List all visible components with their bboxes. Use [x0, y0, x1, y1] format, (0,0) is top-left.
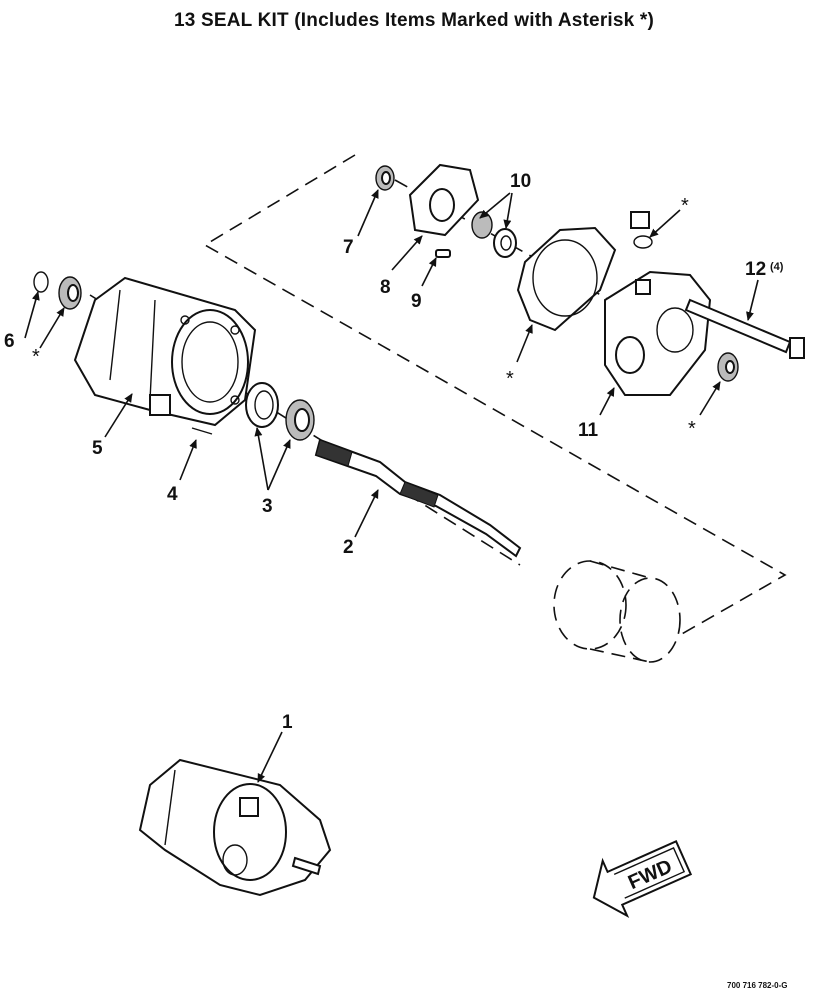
asterisk-mark-rear-seal: * — [688, 418, 696, 440]
diagram-title: 13 SEAL KIT (Includes Items Marked with … — [173, 10, 655, 31]
callout-11: 11 — [578, 420, 599, 441]
gear-reference-part — [553, 560, 681, 663]
callout-8: 8 — [380, 277, 391, 298]
housing-part — [73, 276, 257, 427]
callout-3: 3 — [262, 496, 273, 517]
dowel-pin-part — [191, 427, 213, 435]
callout-4: 4 — [167, 484, 178, 505]
pump-assembly-part — [138, 758, 332, 897]
plug-part — [630, 211, 653, 249]
callout-2: 2 — [343, 537, 354, 558]
callout-5: 5 — [92, 438, 103, 459]
callout-10: 10 — [510, 171, 531, 192]
snap-ring-part — [33, 271, 49, 293]
asterisk-mark-o-ring: * — [681, 195, 689, 217]
asterisk-mark-seal-front: * — [32, 346, 40, 368]
rear-seal-part — [717, 352, 739, 382]
callout-12-quantity: (4) — [770, 261, 784, 273]
callout-6: 6 — [4, 331, 15, 352]
gasket-part — [516, 226, 617, 332]
figure-number: 700 716 782-0-G — [727, 981, 788, 990]
pin-part — [435, 249, 451, 258]
callout-9: 9 — [411, 291, 422, 312]
callout-1: 1 — [282, 712, 293, 733]
shaft-part — [314, 438, 522, 558]
shaft-seal-part — [375, 165, 395, 191]
end-cover-part — [604, 270, 712, 396]
cap-screw-part — [684, 298, 805, 359]
bearing-part — [245, 382, 315, 441]
callout-7: 7 — [343, 237, 354, 258]
wear-plate-part — [408, 163, 480, 237]
callout-leaders — [24, 189, 759, 783]
front-seal-part — [58, 276, 82, 310]
forward-direction-arrow: FWD — [592, 840, 693, 918]
asterisk-mark-gasket: * — [506, 368, 514, 390]
callout-12: 12 — [745, 259, 766, 280]
